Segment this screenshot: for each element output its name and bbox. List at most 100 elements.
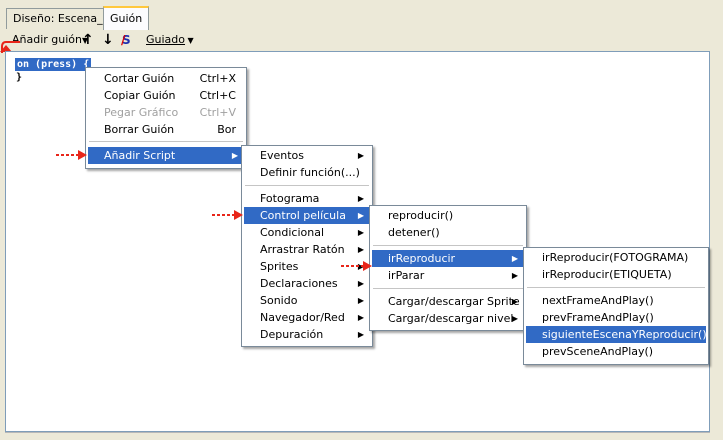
code-line-1[interactable]: on (press) {	[15, 58, 92, 71]
submenu-item-load-level[interactable]: Cargar/descargar nivel▶	[372, 310, 524, 327]
menu-item-label: irReproducir	[388, 252, 456, 265]
menu-item-label: Cortar Guión	[104, 72, 175, 85]
submenu-arrow-icon: ▶	[511, 271, 518, 280]
move-down-icon[interactable]: ↓	[102, 32, 114, 48]
menu-item-label: Control película	[260, 209, 346, 222]
submenu-arrow-icon: ▶	[357, 330, 364, 339]
menu-item-label: Borrar Guión	[104, 123, 175, 136]
pointer-arrow-icon	[212, 210, 243, 220]
submenu-item-drag-mouse[interactable]: Arrastrar Ratón▶	[244, 241, 370, 258]
menu-item-label: Copiar Guión	[104, 89, 176, 102]
submenu-item-prev-scene[interactable]: prevSceneAndPlay()	[526, 343, 706, 360]
bottom-divider	[5, 432, 710, 439]
menu-item-label: nextFrameAndPlay()	[542, 294, 654, 307]
submenu-item-frame[interactable]: Fotograma ▶	[244, 190, 370, 207]
submenu-item-sound[interactable]: Sonido ▶	[244, 292, 370, 309]
menu-item-label: Depuración	[260, 328, 324, 341]
submenu-arrow-icon: ▶	[511, 297, 518, 306]
submenu-item-goto-frame[interactable]: irReproducir(FOTOGRAMA)	[526, 249, 706, 266]
menu-item-copy[interactable]: Copiar Guión Ctrl+C	[88, 87, 244, 104]
chevron-down-icon: ▼	[82, 36, 89, 45]
submenu-item-goto-stop[interactable]: irParar ▶	[372, 267, 524, 284]
submenu-movie-control: reproducir() detener() irReproducir▶ irP…	[369, 205, 527, 331]
submenu-arrow-icon: ▶	[357, 245, 364, 254]
context-menu: Cortar Guión Ctrl+X Copiar Guión Ctrl+C Pe…	[85, 67, 247, 169]
submenu-item-define-function[interactable]: Definir función(...)	[244, 164, 370, 181]
menu-separator	[373, 288, 523, 289]
submenu-arrow-icon: ▶	[357, 262, 364, 271]
guided-button[interactable]: Guiado ▼	[146, 31, 194, 49]
submenu-item-next-frame[interactable]: nextFrameAndPlay()	[526, 292, 706, 309]
add-script-label: Añadir guión	[12, 33, 83, 46]
menu-item-label: irReproducir(FOTOGRAMA)	[542, 251, 689, 264]
code-line-2[interactable]: }	[16, 72, 23, 83]
submenu-item-sprites[interactable]: Sprites ▶	[244, 258, 370, 275]
menu-separator	[527, 287, 705, 288]
menu-item-label: Pegar Gráfico	[104, 106, 179, 119]
menu-item-label: Sonido	[260, 294, 298, 307]
script-toolbar: Añadir guión▼ ↑ ↓ S/ Guiado ▼	[6, 29, 710, 51]
submenu-item-prev-frame[interactable]: prevFrameAndPlay()	[526, 309, 706, 326]
submenu-goto-play: irReproducir(FOTOGRAMA) irReproducir(ETI…	[523, 247, 709, 365]
submenu-item-debugging[interactable]: Depuración ▶	[244, 326, 370, 343]
menu-item-label: Declaraciones	[260, 277, 338, 290]
menu-item-label: prevFrameAndPlay()	[542, 311, 654, 324]
submenu-arrow-icon: ▶	[357, 313, 364, 322]
menu-item-label: Condicional	[260, 226, 325, 239]
submenu-item-conditional[interactable]: Condicional ▶	[244, 224, 370, 241]
submenu-item-browser-network[interactable]: Navegador/Red ▶	[244, 309, 370, 326]
submenu-item-play[interactable]: reproducir()	[372, 207, 524, 224]
menu-item-label: detener()	[388, 226, 440, 239]
syntax-check-letter: S	[122, 33, 131, 47]
syntax-check-icon[interactable]: S/	[121, 33, 131, 47]
pointer-arrow-icon	[341, 261, 372, 271]
menu-item-paste: Pegar Gráfico Ctrl+V	[88, 104, 244, 121]
menu-item-label: Cargar/descargar nivel	[388, 312, 514, 325]
menu-separator	[373, 245, 523, 246]
submenu-arrow-icon: ▶	[357, 211, 364, 220]
submenu-arrow-icon: ▶	[357, 151, 364, 160]
menu-separator	[89, 141, 243, 142]
submenu-arrow-icon: ▶	[357, 296, 364, 305]
tab-script[interactable]: Guión	[103, 6, 150, 30]
menu-item-add-script[interactable]: Añadir Script▶	[88, 147, 244, 164]
submenu-categories: Eventos ▶ Definir función(...) Fotograma ▶…	[241, 145, 373, 347]
menu-item-cut[interactable]: Cortar Guión Ctrl+X	[88, 70, 244, 87]
menu-item-label: irReproducir(ETIQUETA)	[542, 268, 672, 281]
submenu-item-movie-control[interactable]: Control película ▶	[244, 207, 370, 224]
menu-item-label: Eventos	[260, 149, 304, 162]
menu-item-delete[interactable]: Borrar Guión Bor	[88, 121, 244, 138]
submenu-item-next-scene[interactable]: siguienteEscenaYReproducir()	[526, 326, 707, 343]
menu-item-shortcut: Ctrl+C	[199, 89, 236, 102]
submenu-item-load-sprite[interactable]: Cargar/descargar Sprite▶	[372, 293, 524, 310]
menu-item-label: Fotograma	[260, 192, 320, 205]
pointer-arrow-icon	[56, 150, 87, 160]
guided-label: Guiado	[146, 33, 186, 46]
submenu-item-goto-label[interactable]: irReproducir(ETIQUETA)	[526, 266, 706, 283]
menu-item-label: Cargar/descargar Sprite	[388, 295, 520, 308]
submenu-item-stop[interactable]: detener()	[372, 224, 524, 241]
menu-separator	[245, 185, 369, 186]
submenu-arrow-icon: ▶	[357, 228, 364, 237]
submenu-item-declarations[interactable]: Declaraciones ▶	[244, 275, 370, 292]
submenu-arrow-icon: ▶	[357, 194, 364, 203]
add-script-button[interactable]: Añadir guión▼	[12, 31, 88, 49]
menu-item-label: irParar	[388, 269, 425, 282]
menu-item-shortcut: Ctrl+V	[199, 106, 236, 119]
menu-item-shortcut: Bor	[217, 123, 236, 136]
submenu-item-goto-play[interactable]: irReproducir▶	[372, 250, 524, 267]
submenu-item-events[interactable]: Eventos ▶	[244, 147, 370, 164]
menu-item-label: Definir función(...)	[260, 166, 360, 179]
menu-item-label: Sprites	[260, 260, 299, 273]
tab-bar: Diseño: Escena_2 Guión	[0, 0, 723, 30]
move-up-icon[interactable]: ↑	[82, 32, 94, 48]
submenu-arrow-icon: ▶	[511, 314, 518, 323]
submenu-arrow-icon: ▶	[357, 279, 364, 288]
menu-item-label: Navegador/Red	[260, 311, 345, 324]
menu-item-label: siguienteEscenaYReproducir()	[542, 328, 707, 341]
menu-item-shortcut: Ctrl+X	[199, 72, 236, 85]
menu-item-label: reproducir()	[388, 209, 454, 222]
chevron-down-icon: ▼	[185, 36, 194, 45]
submenu-arrow-icon: ▶	[231, 151, 238, 160]
tab-scene[interactable]: Diseño: Escena_2	[6, 8, 117, 29]
